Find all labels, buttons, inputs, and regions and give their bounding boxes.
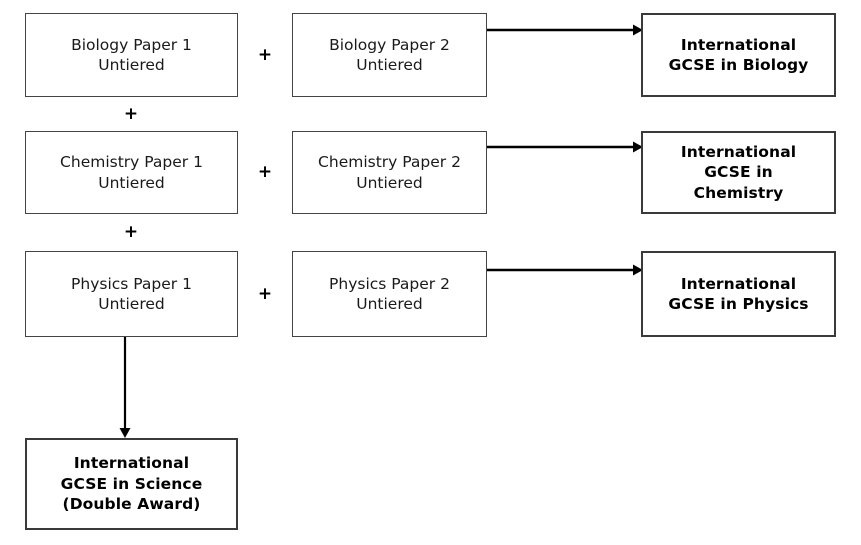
box-physics-paper-1-label: Physics Paper 1 Untiered <box>71 274 192 313</box>
arrow-chemistry-to-award <box>487 140 643 154</box>
plus-chemistry-physics: + <box>123 221 139 242</box>
box-biology-paper-1-label: Biology Paper 1 Untiered <box>71 35 192 74</box>
box-award-physics-label: International GCSE in Physics <box>668 274 809 313</box>
plus-biology-chemistry: + <box>123 103 139 124</box>
arrow-papers-to-double-award <box>118 337 132 438</box>
plus-biology-papers: + <box>257 44 273 65</box>
box-physics-paper-1: Physics Paper 1 Untiered <box>25 251 238 337</box>
arrow-physics-to-award <box>487 263 643 277</box>
box-physics-paper-2-label: Physics Paper 2 Untiered <box>329 274 450 313</box>
box-chemistry-paper-2-label: Chemistry Paper 2 Untiered <box>318 153 461 192</box>
box-award-chemistry-label: International GCSE in Chemistry <box>680 142 797 202</box>
box-award-science-double-label: International GCSE in Science (Double Aw… <box>60 454 203 514</box>
plus-physics-papers: + <box>257 283 273 304</box>
box-biology-paper-2-label: Biology Paper 2 Untiered <box>329 35 450 74</box>
box-award-chemistry: International GCSE in Chemistry <box>641 131 836 214</box>
arrow-biology-to-award <box>487 23 643 37</box>
box-chemistry-paper-1: Chemistry Paper 1 Untiered <box>25 131 238 214</box>
box-biology-paper-1: Biology Paper 1 Untiered <box>25 13 238 97</box>
box-physics-paper-2: Physics Paper 2 Untiered <box>292 251 487 337</box>
box-award-biology-label: International GCSE in Biology <box>668 35 809 74</box>
box-award-biology: International GCSE in Biology <box>641 13 836 97</box>
box-biology-paper-2: Biology Paper 2 Untiered <box>292 13 487 97</box>
plus-chemistry-papers: + <box>257 161 273 182</box>
box-award-physics: International GCSE in Physics <box>641 251 836 337</box>
box-award-science-double: International GCSE in Science (Double Aw… <box>25 438 238 530</box>
box-chemistry-paper-1-label: Chemistry Paper 1 Untiered <box>60 153 203 192</box>
box-chemistry-paper-2: Chemistry Paper 2 Untiered <box>292 131 487 214</box>
